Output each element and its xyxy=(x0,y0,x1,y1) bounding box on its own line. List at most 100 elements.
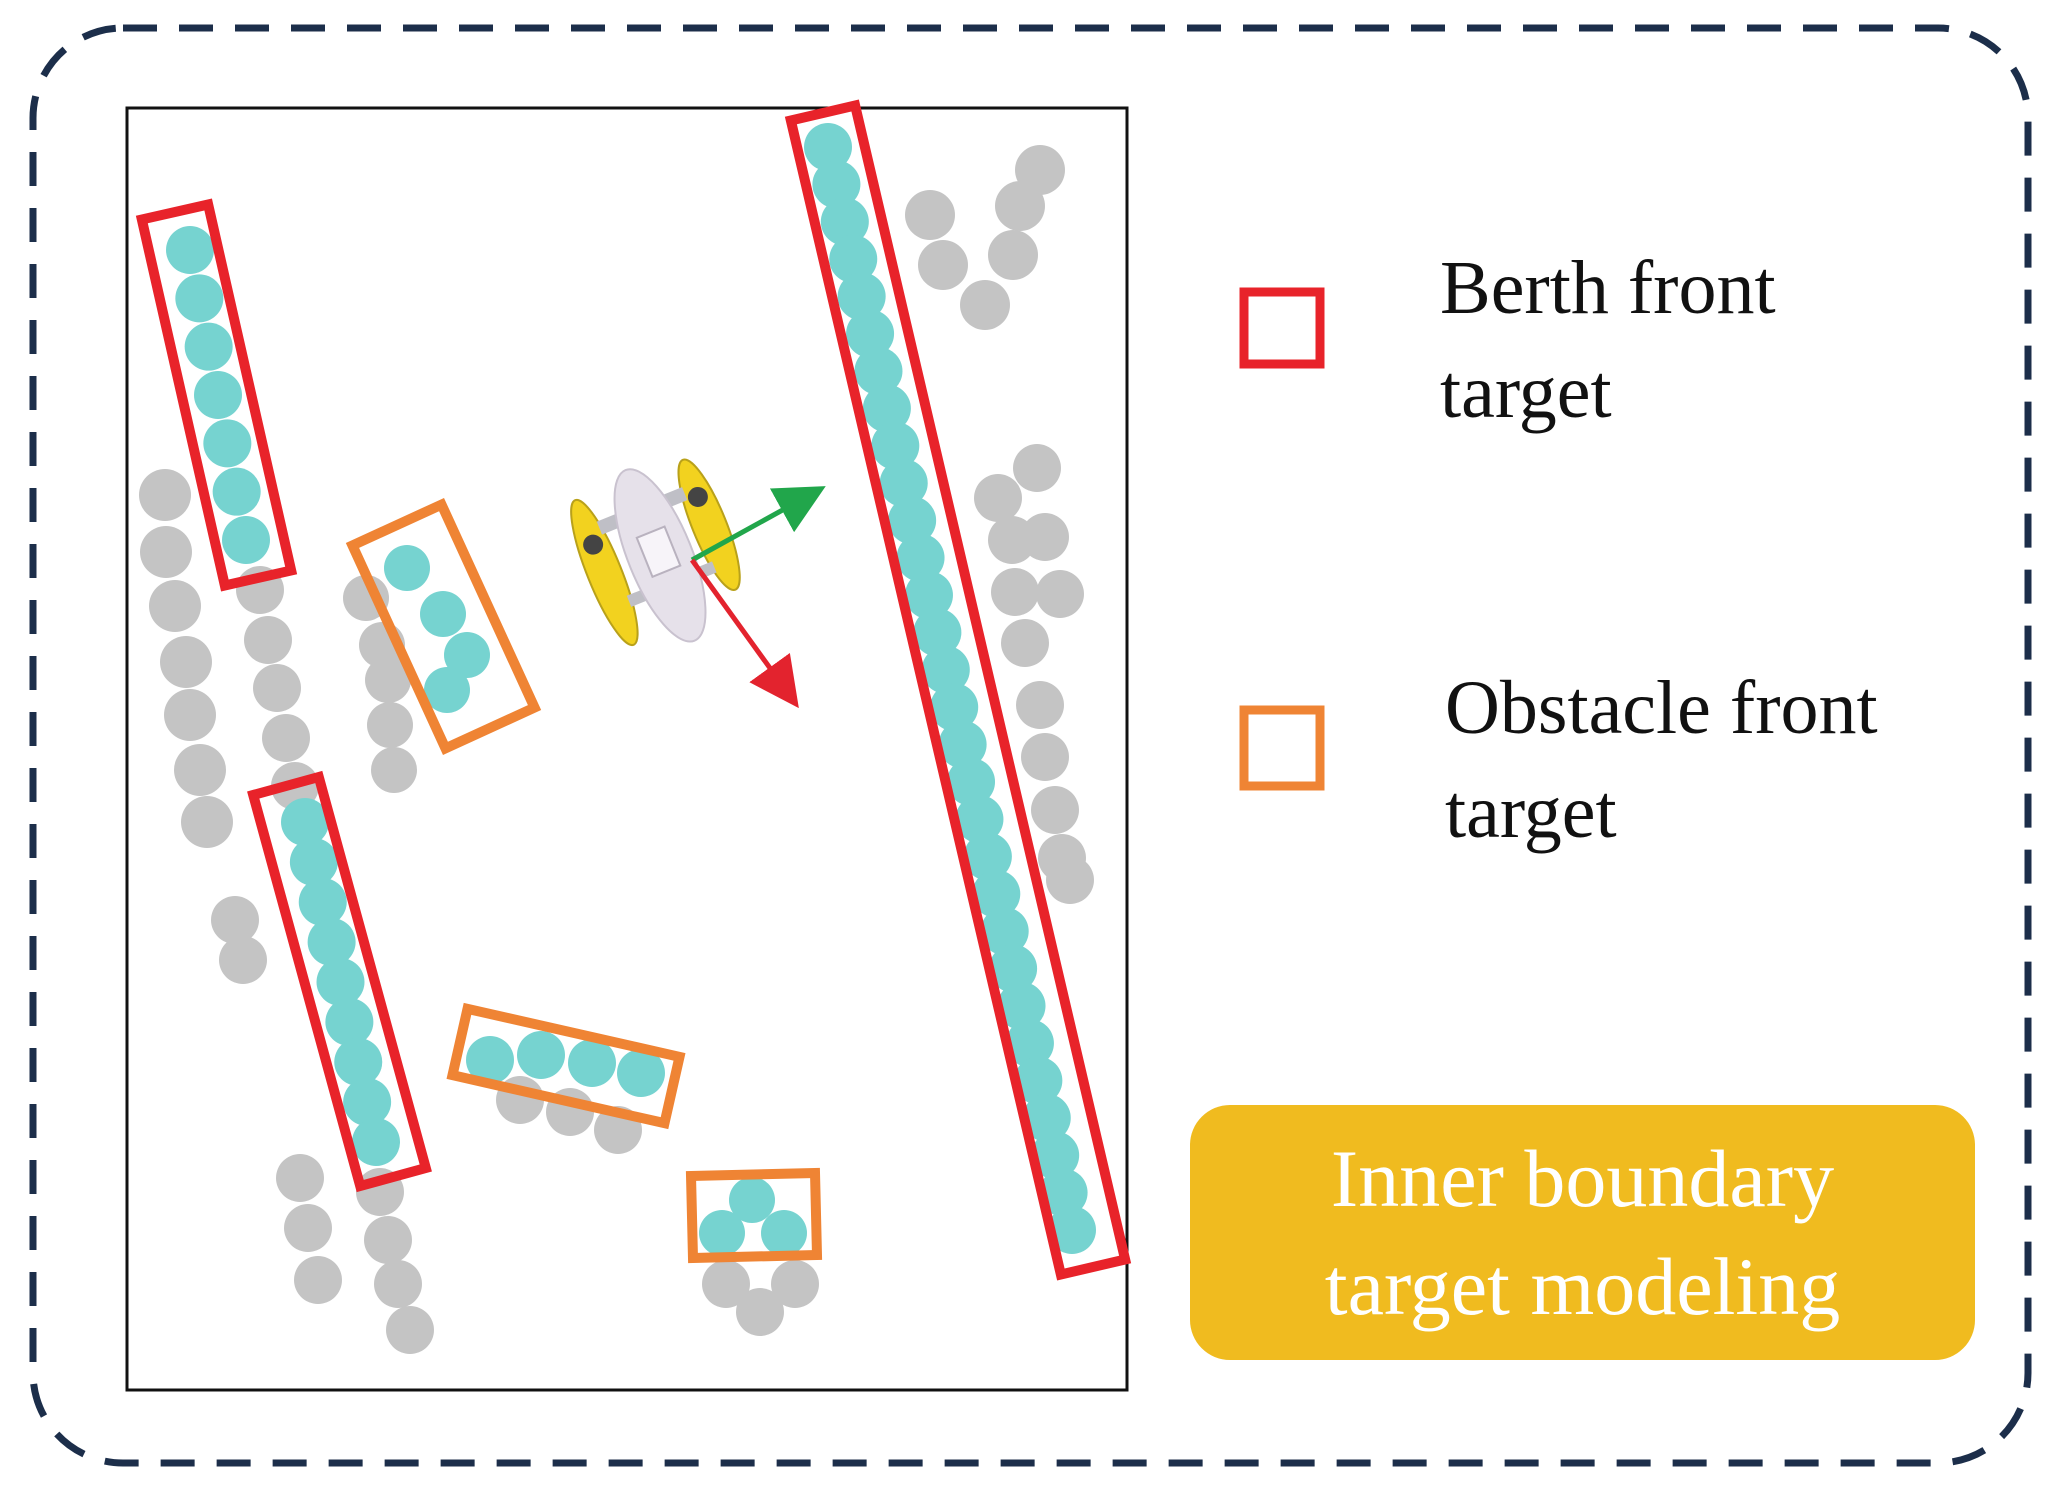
obstacle-point xyxy=(364,1216,412,1264)
obstacle-point xyxy=(174,744,226,796)
target-point xyxy=(761,1210,807,1256)
berth-legend-label: Berth front target xyxy=(1440,246,1776,434)
obstacle-point xyxy=(905,190,955,240)
target-point xyxy=(166,226,214,274)
obstacle-point xyxy=(371,747,417,793)
target-point xyxy=(466,1036,514,1084)
target-point xyxy=(1022,1093,1071,1142)
usv-vessel-icon xyxy=(570,458,741,647)
obstacle-point xyxy=(1021,513,1069,561)
target-point xyxy=(212,467,261,516)
caption-text: Inner boundary target modeling xyxy=(1324,1132,1841,1332)
obstacle-point xyxy=(294,1256,342,1304)
target-point xyxy=(862,384,911,433)
target-point xyxy=(325,998,374,1046)
target-point xyxy=(316,958,365,1006)
target-point xyxy=(879,459,928,508)
target-point xyxy=(424,667,470,713)
target-point xyxy=(420,591,466,637)
obstacle-point xyxy=(211,896,259,944)
obstacle-point xyxy=(367,702,413,748)
obstacle-frame xyxy=(446,1002,686,1130)
obstacle-point xyxy=(219,936,267,984)
obstacle-point xyxy=(1021,733,1069,781)
obstacle-point xyxy=(140,526,192,578)
target-point xyxy=(904,571,953,620)
target-point xyxy=(1048,1206,1096,1254)
target-point xyxy=(298,878,347,926)
obstacle-point xyxy=(262,714,310,762)
obstacle-point xyxy=(1016,681,1064,729)
target-point xyxy=(1039,1168,1088,1217)
target-point xyxy=(938,720,987,769)
obstacle-point xyxy=(995,181,1045,231)
lateral-arrow-icon xyxy=(689,558,799,709)
target-point xyxy=(384,545,430,591)
target-point xyxy=(804,123,852,171)
obstacle-point xyxy=(1013,444,1061,492)
obstacle-point xyxy=(988,230,1038,280)
obstacle-point xyxy=(1036,570,1084,618)
target-point xyxy=(846,309,895,358)
berth-frame xyxy=(247,770,432,1193)
obstacle-point xyxy=(244,616,292,664)
target-point xyxy=(963,832,1012,881)
target-point xyxy=(343,1078,392,1126)
obstacle-point xyxy=(1046,856,1094,904)
obstacle-frame xyxy=(685,1167,823,1264)
target-point xyxy=(921,645,970,694)
target-point xyxy=(1005,1019,1054,1068)
obstacle-point xyxy=(1031,786,1079,834)
target-point xyxy=(896,533,945,582)
obstacle-point xyxy=(771,1260,819,1308)
target-point xyxy=(820,197,869,246)
target-point xyxy=(729,1177,775,1223)
target-point xyxy=(307,918,356,966)
target-point xyxy=(184,322,233,371)
obstacle-point xyxy=(736,1288,784,1336)
target-point xyxy=(888,496,937,545)
target-point xyxy=(222,516,270,564)
obstacle-legend-swatch xyxy=(1239,705,1325,791)
obstacle-point xyxy=(960,280,1010,330)
obstacle-point xyxy=(386,1306,434,1354)
target-point xyxy=(203,419,252,468)
target-point xyxy=(444,632,490,678)
target-point xyxy=(854,347,903,396)
obstacle-point xyxy=(139,469,191,521)
target-point xyxy=(955,795,1004,844)
obstacle-point xyxy=(918,240,968,290)
target-point xyxy=(871,421,920,470)
obstacle-point xyxy=(991,568,1039,616)
obstacle-point xyxy=(702,1260,750,1308)
berth-frame xyxy=(135,198,298,592)
target-point xyxy=(980,907,1029,956)
target-point xyxy=(837,272,886,321)
obstacle-legend-label: Obstacle front target xyxy=(1445,666,1878,854)
target-point xyxy=(812,160,861,209)
target-point xyxy=(972,869,1021,918)
target-point xyxy=(1014,1056,1063,1105)
heading-arrow-icon xyxy=(690,486,826,563)
target-point xyxy=(352,1118,400,1166)
target-point xyxy=(175,274,224,323)
target-point xyxy=(281,798,329,846)
caption-box: Inner boundary target modeling xyxy=(1190,1105,1975,1360)
obstacle-point xyxy=(276,1154,324,1202)
target-point xyxy=(989,944,1038,993)
obstacle-point xyxy=(160,636,212,688)
obstacle-point xyxy=(149,580,201,632)
obstacle-point xyxy=(365,657,411,703)
target-point-cloud xyxy=(166,123,1096,1256)
target-point xyxy=(194,371,242,419)
obstacle-point xyxy=(974,474,1022,522)
target-point xyxy=(568,1039,616,1087)
obstacle-point xyxy=(253,664,301,712)
outer-dashed-frame xyxy=(29,24,2032,1467)
obstacle-point xyxy=(374,1260,422,1308)
target-point xyxy=(517,1031,565,1079)
berth-frame xyxy=(784,99,1132,1281)
obstacle-point xyxy=(181,796,233,848)
target-point xyxy=(289,838,338,886)
